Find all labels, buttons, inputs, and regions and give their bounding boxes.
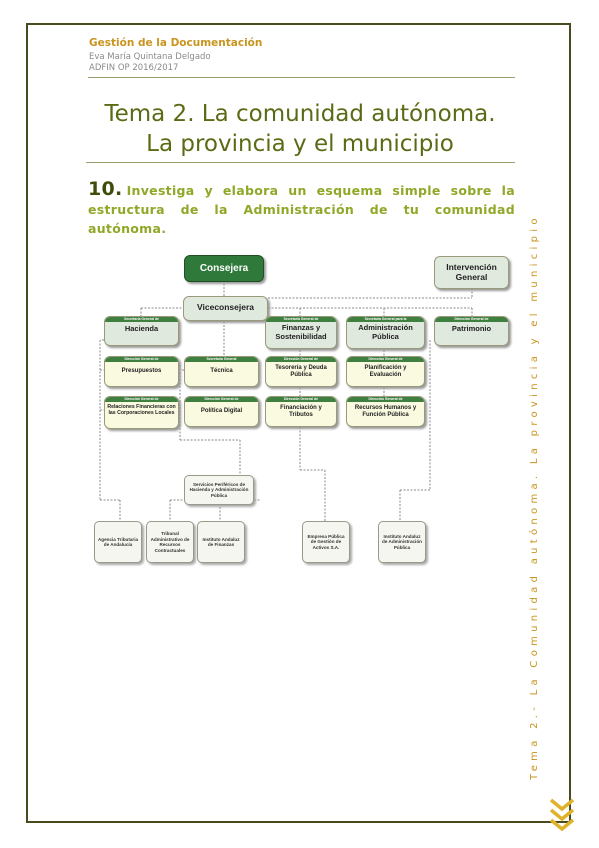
side-running-title: Tema 2.- La Comunidad autónoma. La provi… — [529, 214, 540, 780]
question-text: Investiga y elabora un esquema simple so… — [88, 183, 515, 236]
chevron-down-icon — [549, 798, 575, 832]
org-consejera: Consejera — [184, 255, 264, 282]
page-title: Tema 2. La comunidad autónoma. La provin… — [80, 99, 520, 159]
question: 10.Investiga y elabora un esquema simple… — [88, 180, 515, 238]
org-hacienda: Secretaría General de Hacienda — [104, 316, 179, 346]
org-administracion-publica: Secretaría General para la Administració… — [346, 316, 425, 349]
header-divider — [88, 77, 515, 78]
org-presupuestos: Dirección General de Presupuestos — [104, 356, 179, 387]
header-author: Eva María Quintana Delgado — [89, 52, 211, 62]
header-title: Gestión de la Documentación — [89, 37, 263, 49]
org-patrimonio: Dirección General de Patrimonio — [434, 316, 509, 346]
org-tecnica: Secretaría General Técnica — [184, 356, 259, 387]
org-viceconsejera: Viceconsejera — [183, 296, 268, 321]
page-title-line1: Tema 2. La comunidad autónoma. — [104, 101, 496, 127]
org-recursos-humanos: Dirección General de Recursos Humanos y … — [346, 396, 425, 427]
header-course: ADFIN OP 2016/2017 — [89, 63, 179, 73]
org-financiacion: Dirección General de Financiación y Trib… — [265, 396, 337, 427]
question-number: 10. — [88, 178, 123, 200]
org-tribunal-administrativo: Tribunal Administrativo de Recursos Cont… — [146, 521, 194, 563]
org-tesoreria: Dirección General de Tesorería y Deuda P… — [265, 356, 337, 387]
page-title-line2: La provincia y el municipio — [146, 131, 454, 157]
org-agencia-tributaria: Agencia Tributaria de Andalucía — [94, 521, 142, 563]
org-instituto-finanzas: Instituto Andaluz de Finanzas — [197, 521, 245, 563]
org-finanzas: Secretaría General de Finanzas y Sosteni… — [265, 316, 337, 349]
org-instituto-administracion: Instituto Andaluz de Administración Públ… — [378, 521, 426, 563]
org-politica-digital: Dirección General de Política Digital — [184, 396, 259, 427]
org-relaciones-financieras: Dirección General de Relaciones Financie… — [104, 396, 179, 429]
org-servicios-perifericos: Servicios Periféricos de Hacienda y Admi… — [184, 475, 254, 505]
page-frame — [26, 23, 571, 823]
title-divider — [86, 162, 515, 163]
org-planificacion: Dirección General de Planificación y Eva… — [346, 356, 425, 387]
org-empresa-publica: Empresa Pública de Gestión de Activos S.… — [302, 521, 350, 563]
org-intervencion-general: Intervención General — [434, 256, 509, 289]
